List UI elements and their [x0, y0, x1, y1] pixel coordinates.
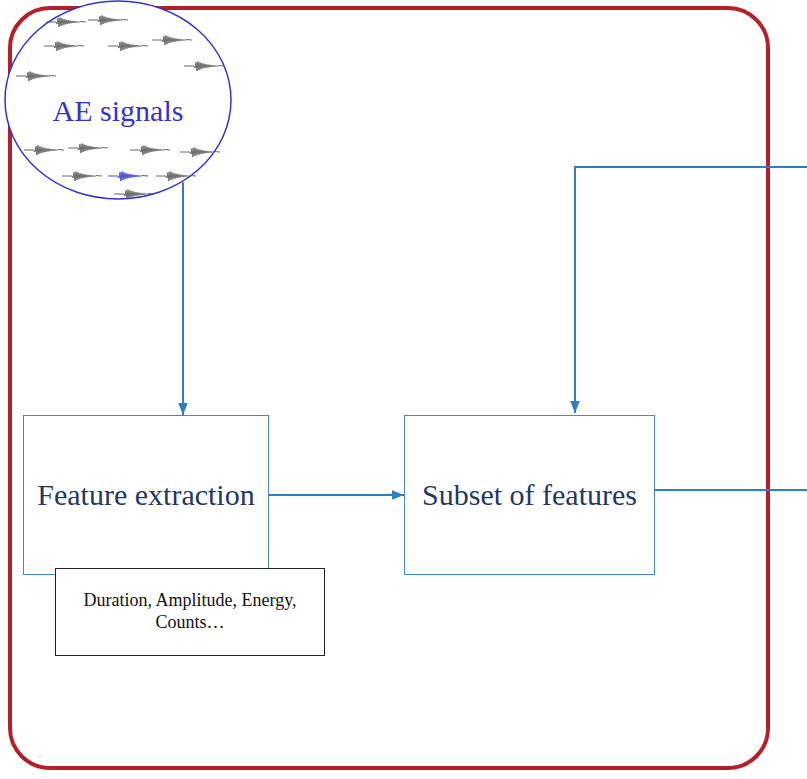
box-label: Duration, Amplitude, Energy, Counts…	[56, 590, 324, 633]
outgoing-line	[652, 489, 807, 491]
waveform-icon	[108, 42, 148, 52]
waveform-icon	[62, 172, 102, 182]
waveform-icon	[184, 62, 224, 72]
box-label: Feature extraction	[27, 477, 264, 513]
flow-arrow	[182, 182, 184, 415]
box-label: Subset of features	[412, 477, 647, 513]
waveform-icon	[180, 148, 220, 158]
waveform-icon	[24, 146, 64, 156]
waveform-icon	[68, 144, 108, 154]
flow-arrow	[269, 494, 404, 496]
circle-border	[5, 1, 231, 199]
waveform-icon	[44, 42, 84, 52]
waveform-icon	[88, 16, 128, 26]
waveform-icon	[156, 172, 196, 182]
signal-circle: AE signals	[4, 0, 232, 200]
feedback-line	[575, 167, 807, 413]
process-box: Subset of features	[404, 415, 655, 575]
waveform-icon	[16, 72, 56, 82]
process-box: Feature extraction	[23, 415, 269, 575]
waveform-icon	[46, 18, 86, 28]
waveform-icon	[152, 36, 192, 46]
circle-label: AE signals	[43, 93, 194, 129]
waveform-icon	[114, 190, 154, 200]
frame-border	[10, 8, 768, 768]
waveform-icon	[108, 172, 148, 182]
note-box: Duration, Amplitude, Energy, Counts…	[55, 568, 325, 656]
waveform-icon	[130, 146, 170, 156]
